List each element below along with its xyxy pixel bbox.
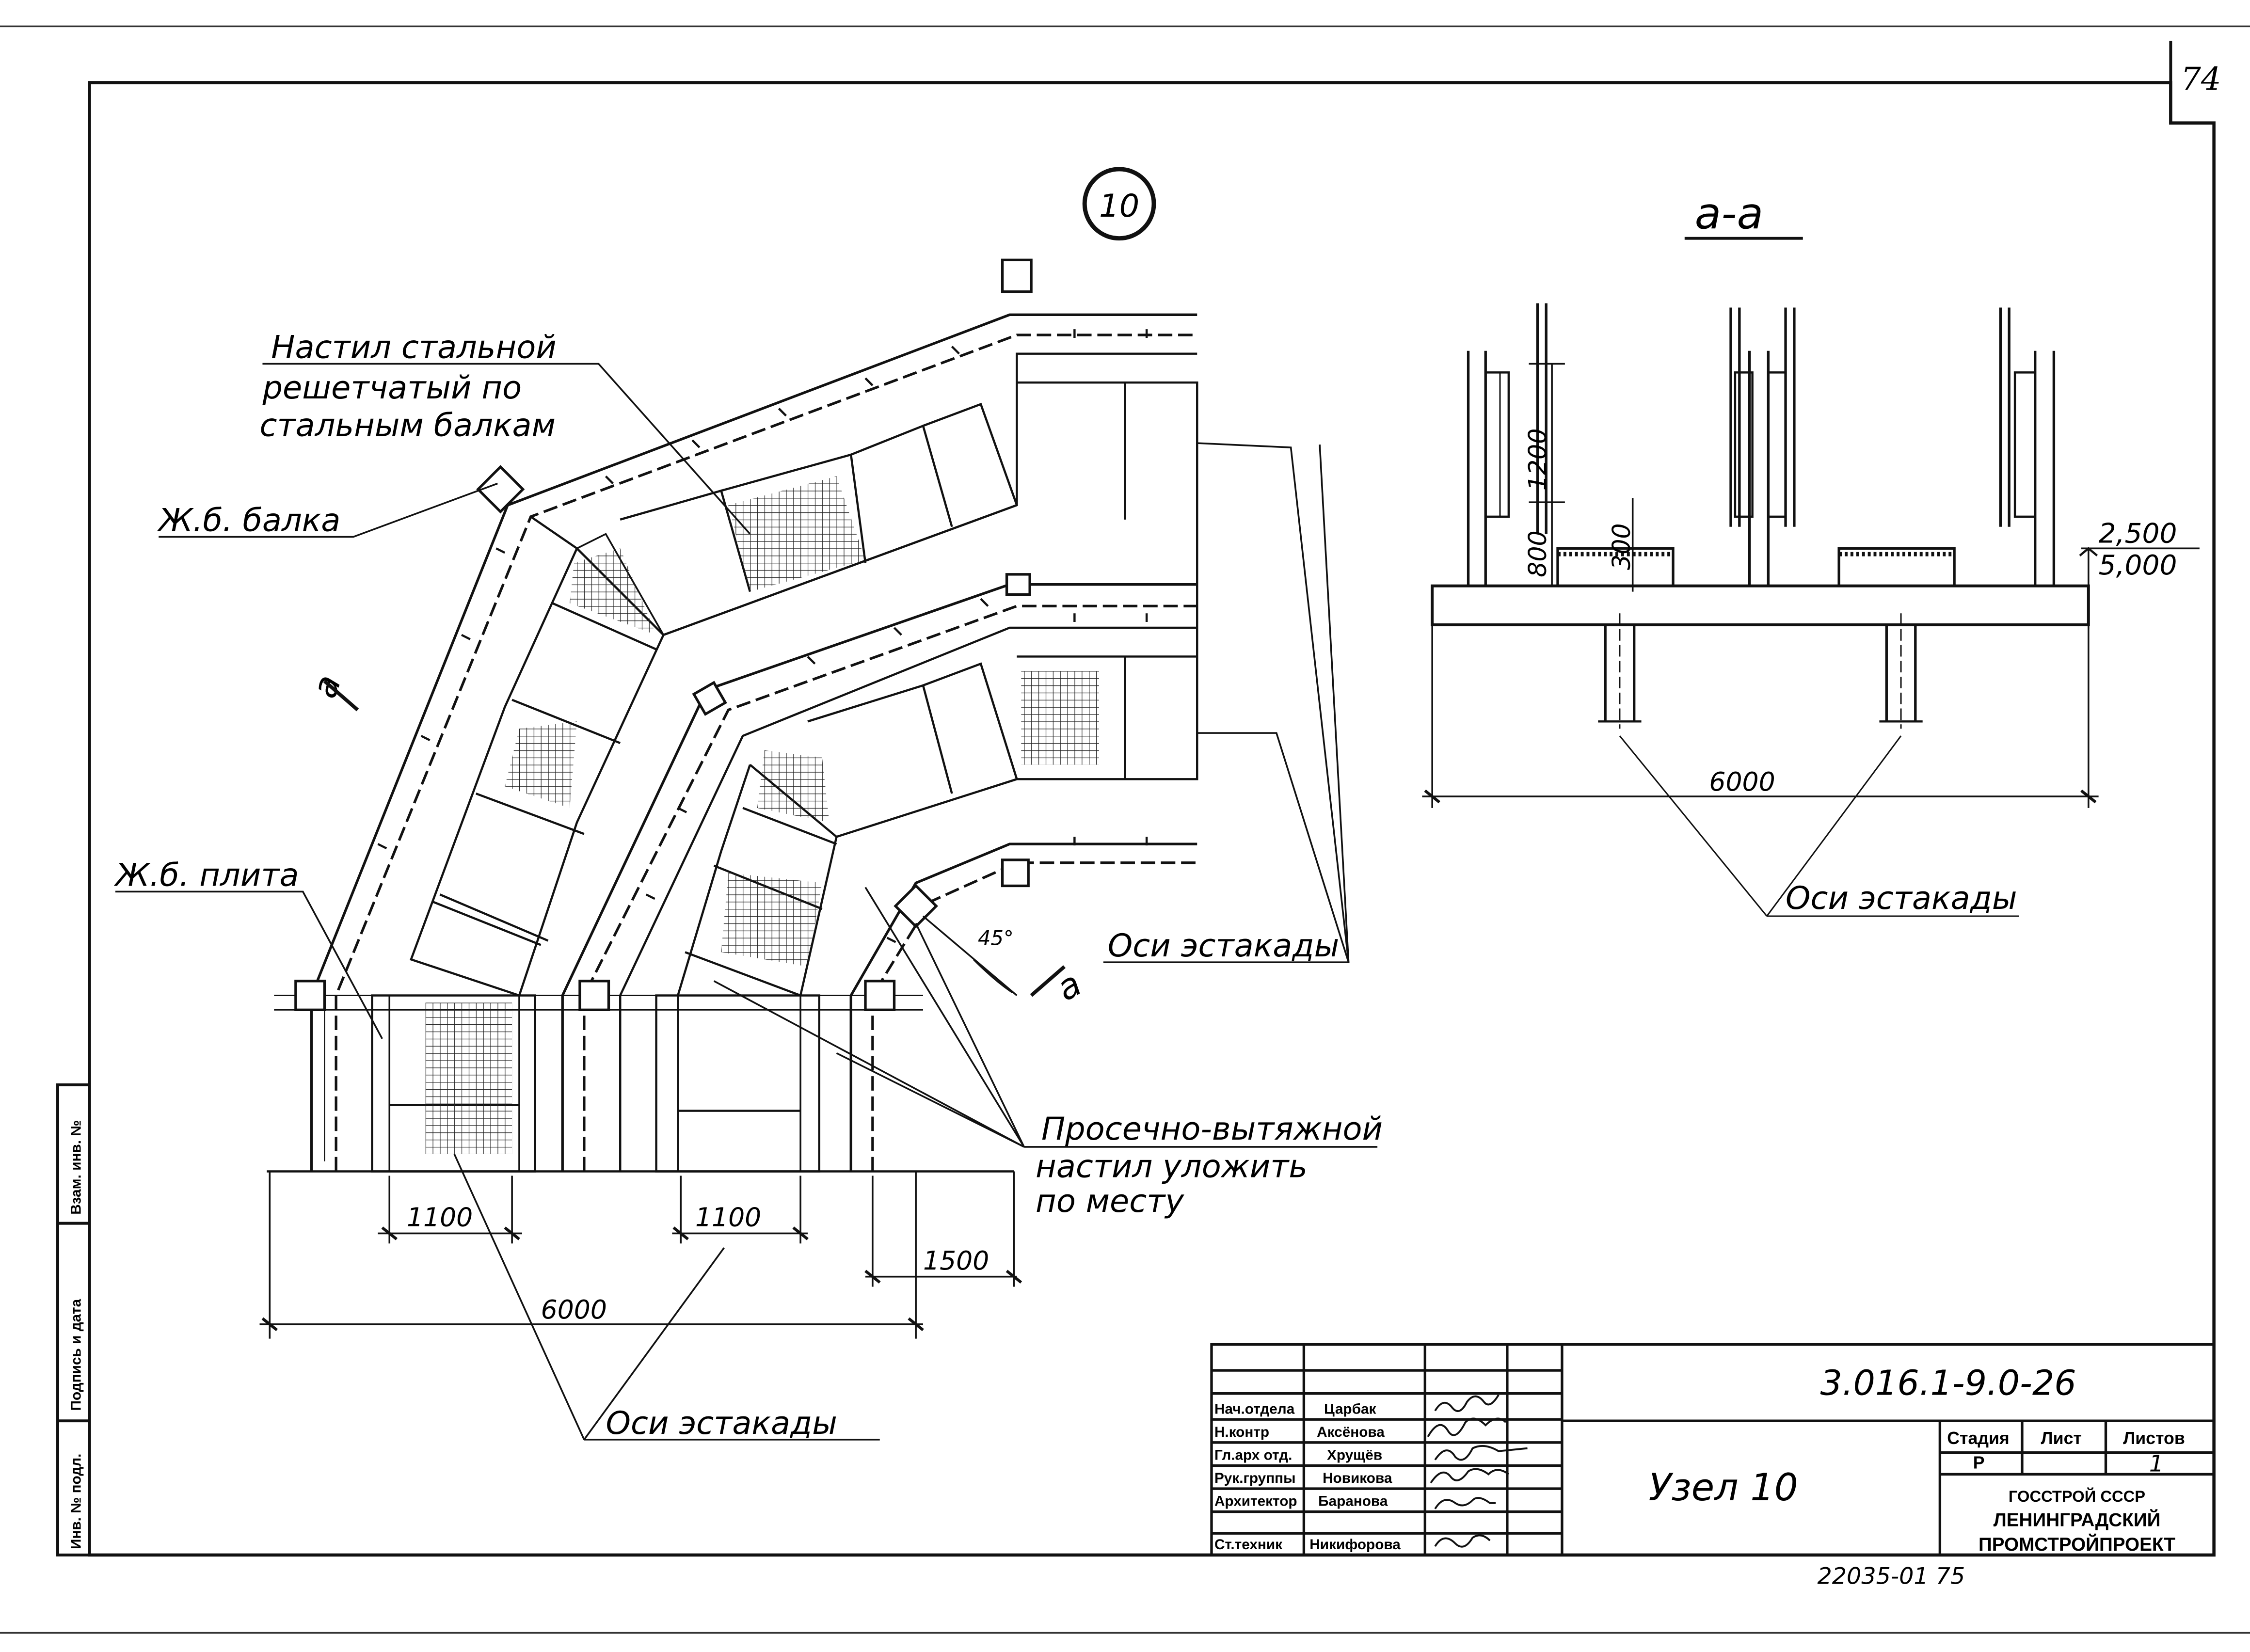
sheet-number: 74 <box>2181 61 2221 97</box>
sig-name: Баранова <box>1318 1493 1388 1509</box>
dim-width-left: 1100 <box>407 1202 473 1233</box>
section-structure <box>1422 303 2200 917</box>
sig-role: Ст.техник <box>1214 1537 1282 1553</box>
section-dim-800: 800 <box>1523 530 1552 577</box>
sig-name: Никифорова <box>1309 1537 1401 1553</box>
dim-span: 6000 <box>541 1294 607 1325</box>
doc-code: 3.016.1-9.0-26 <box>1820 1363 2076 1403</box>
sheets-value: 1 <box>2149 1450 2164 1477</box>
stamp-original-inv: Инв. № подл. <box>68 1454 84 1549</box>
deck-label-line3: стальным балкам <box>260 407 556 444</box>
sig-name: Новикова <box>1323 1470 1392 1486</box>
title-block <box>1210 1343 2216 1557</box>
section-cut-right <box>1030 965 1066 997</box>
deck-label-line2: решетчатый по <box>262 369 522 406</box>
org-line1: ГОССТРОЙ СССР <box>2009 1487 2145 1505</box>
angle-label: 45° <box>978 926 1014 950</box>
sig-role: Рук.группы <box>1214 1470 1296 1486</box>
support-plates <box>294 258 1033 1011</box>
axes-right-label: Оси эстакады <box>1108 927 1339 964</box>
footer-code: 22035-01 75 <box>1818 1563 1965 1589</box>
sig-role: Гл.арх отд. <box>1214 1447 1292 1463</box>
level-top: 2,500 <box>2099 518 2177 549</box>
sheet-header: Лист <box>2041 1429 2082 1448</box>
section-title: а-а <box>1695 189 1764 239</box>
signature-rows: Нач.отдела Царбак Н.контр Аксёнова Гл.ар… <box>1214 1401 1401 1553</box>
stage-header: Стадия <box>1947 1429 2010 1448</box>
signature-scribbles <box>1427 1394 1528 1548</box>
angle-indicator <box>922 915 1018 996</box>
stage-value: Р <box>1973 1453 1985 1472</box>
level-bottom: 5,000 <box>2099 550 2177 581</box>
sheets-header: Листов <box>2123 1429 2185 1448</box>
side-stamp <box>56 1083 91 1557</box>
sig-role: Н.контр <box>1214 1424 1269 1440</box>
stamp-signature-date: Подпись и дата <box>68 1299 84 1411</box>
section-dim-300: 300 <box>1607 523 1636 570</box>
section-mark-right: а <box>1050 963 1088 1009</box>
plan-mesh-fills <box>425 476 1099 1154</box>
sig-role: Нач.отдела <box>1214 1401 1295 1417</box>
rc-slab-label: Ж.б. плита <box>113 857 299 893</box>
section-cut-left <box>323 680 359 712</box>
sig-name: Хрущёв <box>1327 1447 1382 1463</box>
rc-beam-label: Ж.б. балка <box>157 502 340 539</box>
leader-lines <box>115 363 1378 1441</box>
sig-name: Царбак <box>1324 1401 1376 1417</box>
axes-section-label: Оси эстакады <box>1786 880 2017 917</box>
expanded-label-line1: Просечно-вытяжной <box>1041 1111 1383 1147</box>
deck-label-line1: Настил стальной <box>271 329 557 366</box>
dim-offset: 1500 <box>923 1245 989 1276</box>
org-line2: ЛЕНИНГРАДСКИЙ <box>1994 1509 2161 1530</box>
node-number: 10 <box>1099 188 1139 224</box>
plan-dimensions <box>259 1171 1022 1339</box>
expanded-label-line2: настил уложить <box>1036 1148 1308 1185</box>
sig-name: Аксёнова <box>1317 1424 1385 1440</box>
axes-bottom-label: Оси эстакады <box>606 1405 837 1442</box>
drawing-title: Узел 10 <box>1648 1466 1798 1509</box>
org-line3: ПРОМСТРОЙПРОЕКТ <box>1979 1533 2175 1555</box>
section-dim-1200: 1200 <box>1523 429 1552 491</box>
expanded-label-line3: по месту <box>1036 1183 1184 1220</box>
node-circle <box>1082 167 1156 241</box>
dim-width-mid: 1100 <box>695 1202 761 1233</box>
stamp-replacement-inv: Взам. инв. № <box>68 1120 84 1215</box>
sig-role: Архитектор <box>1214 1493 1297 1509</box>
section-dim-span: 6000 <box>1709 766 1775 797</box>
